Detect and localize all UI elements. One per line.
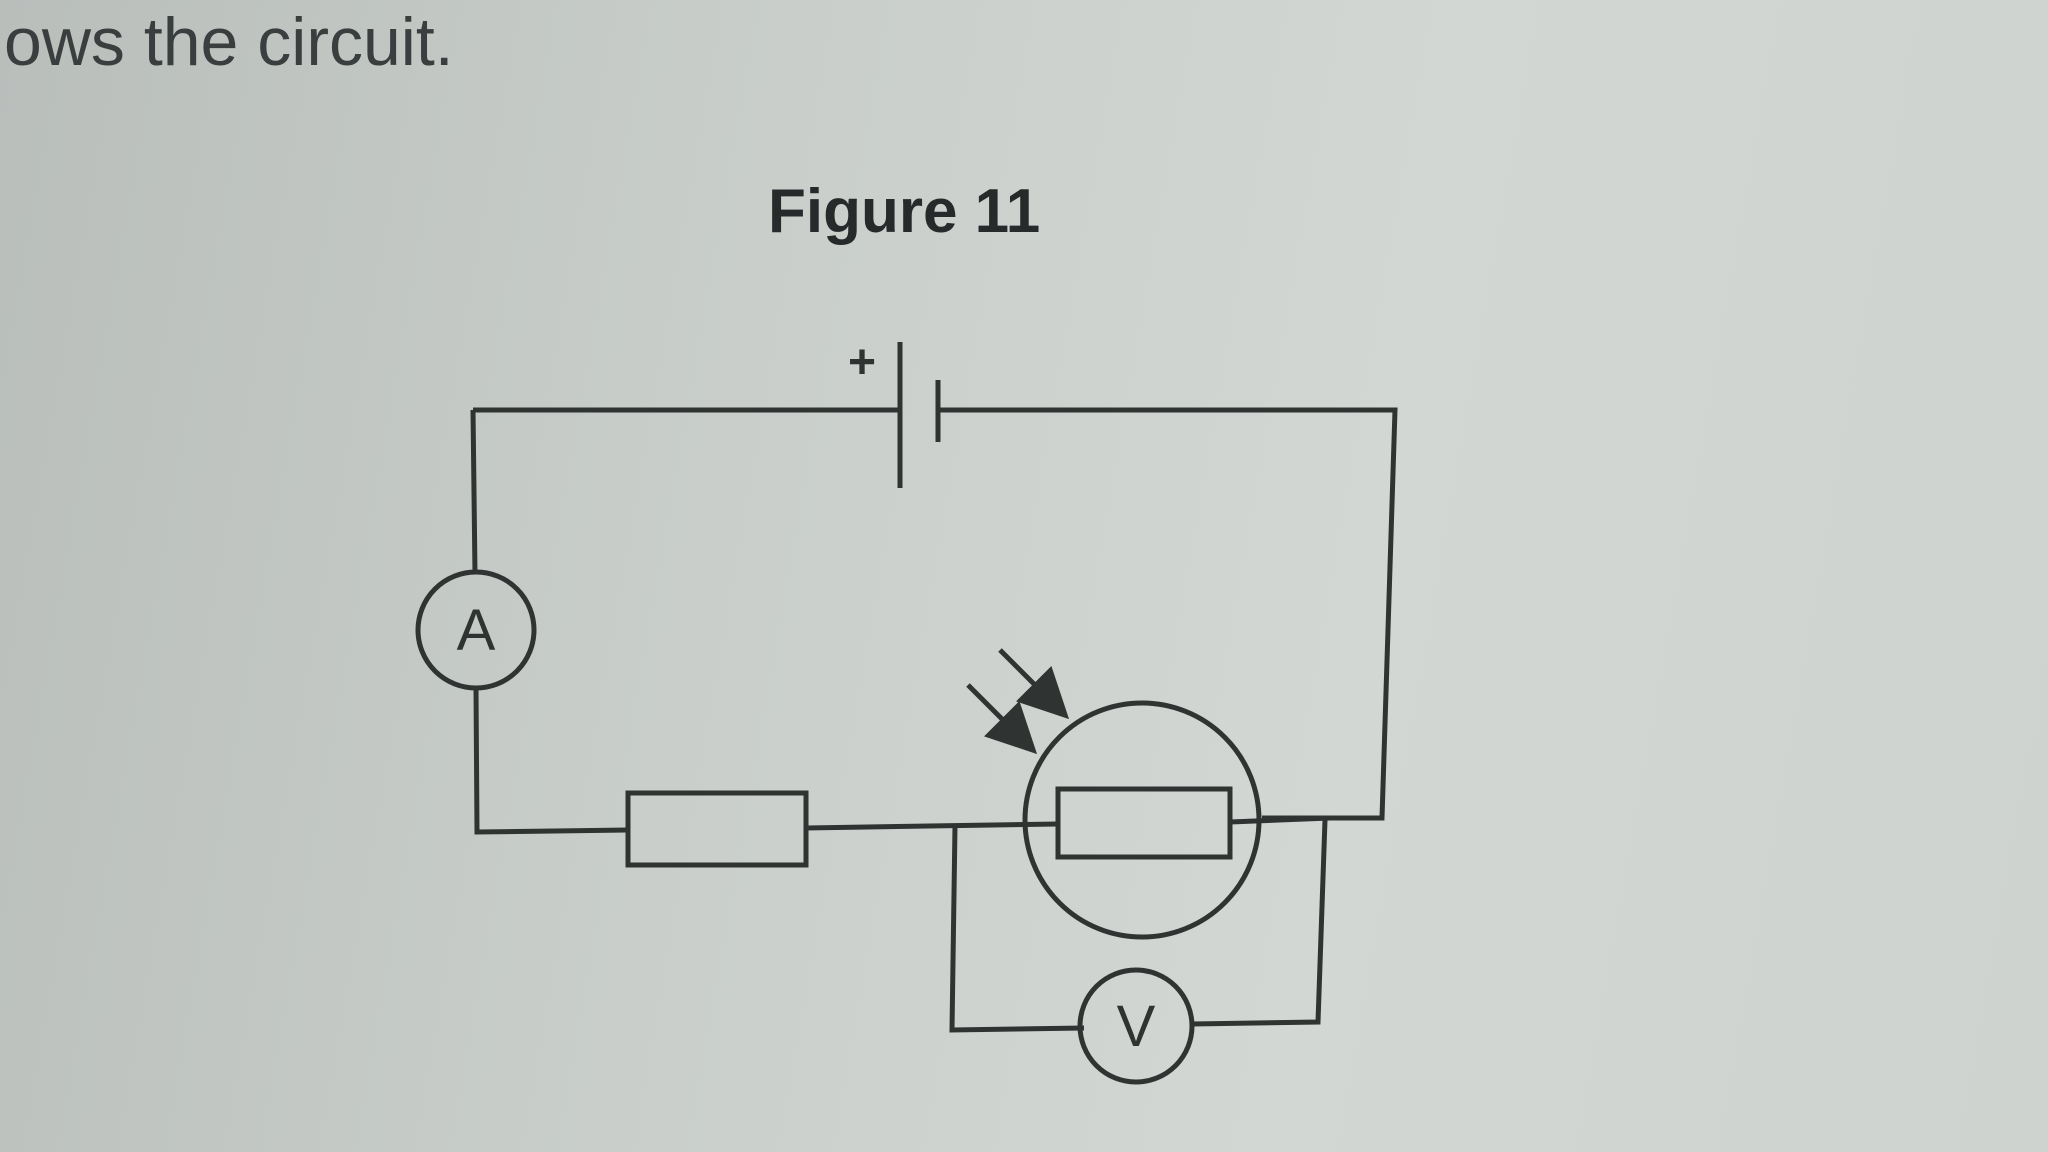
wire-left-lower <box>473 687 629 835</box>
wire-bottom-middle <box>805 821 1059 831</box>
wire-voltmeter-left <box>949 825 1085 1033</box>
figure-title: Figure 11 <box>768 177 1041 246</box>
ldr-icon <box>1022 700 1262 940</box>
light-arrow-icon <box>966 683 1038 755</box>
cell-icon <box>897 342 941 488</box>
wire-voltmeter-right <box>1191 819 1328 1027</box>
wire-top-right <box>938 407 1398 821</box>
battery-plus-label: + <box>848 336 876 389</box>
ammeter-label: A <box>457 598 496 663</box>
wire-left-upper <box>470 409 478 575</box>
voltmeter: V <box>1077 967 1195 1085</box>
fixed-resistor-icon <box>625 790 809 868</box>
voltmeter-circle-icon <box>1077 967 1195 1085</box>
intro-text: ows the circuit. <box>4 4 454 80</box>
light-arrow-icon <box>998 648 1070 720</box>
ammeter: A <box>415 569 537 691</box>
voltmeter-label: V <box>1117 994 1156 1059</box>
wire-ldr-right <box>1229 815 1331 825</box>
